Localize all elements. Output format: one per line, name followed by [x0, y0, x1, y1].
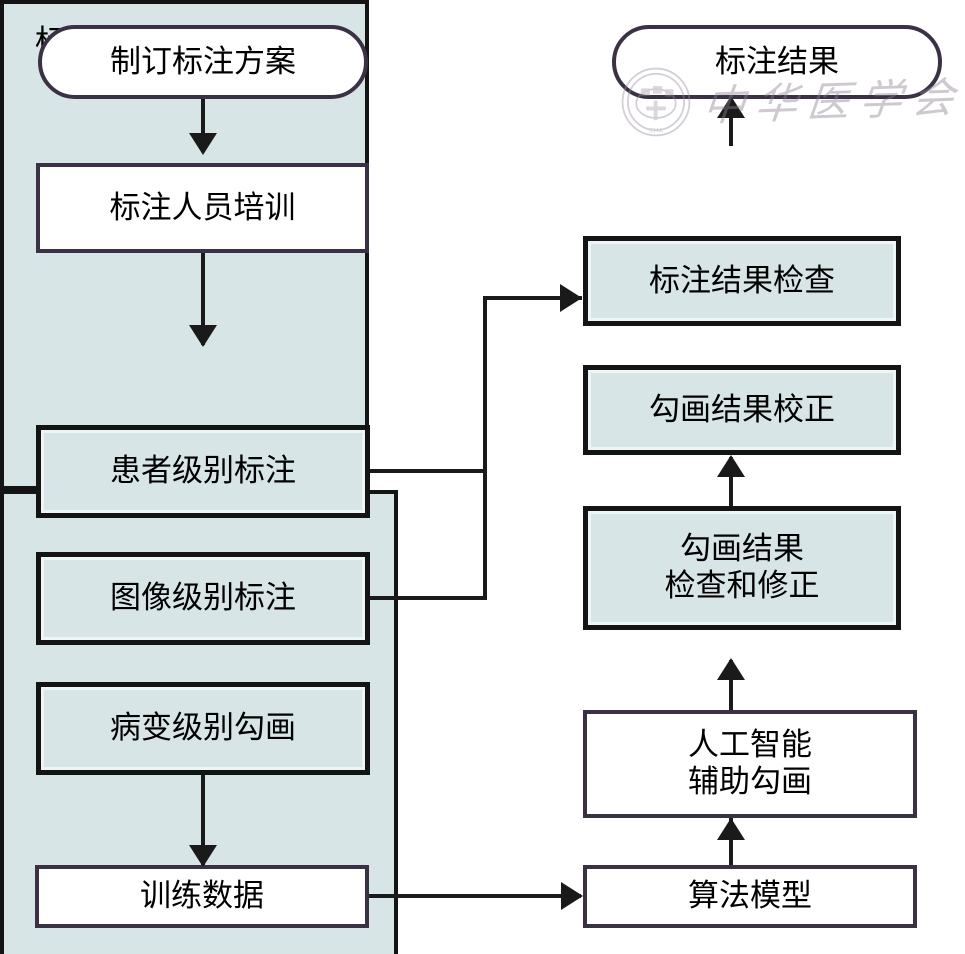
edge-data-to-model-arrowhead: [561, 882, 583, 910]
edge-quality-to-result-line: [729, 98, 733, 146]
node-algorithm-model[interactable]: 算法模型: [583, 865, 917, 928]
node-lesion-level[interactable]: 病变级别勾画: [36, 682, 370, 775]
edge-ai-to-review-line: [729, 660, 733, 712]
edge-plan-to-training-line: [201, 99, 205, 141]
edge-review-to-correct-arrowhead: [717, 455, 745, 477]
edge-quality-to-result-arrowhead: [717, 96, 745, 118]
node-contour-review[interactable]: 勾画结果 检查和修正: [583, 506, 901, 630]
edge-training-to-annotation-line: [201, 253, 205, 345]
node-training-data[interactable]: 训练数据: [35, 865, 369, 928]
node-patient-level[interactable]: 患者级别标注: [36, 425, 370, 518]
edge-plan-to-training-arrowhead: [189, 133, 217, 155]
node-plan[interactable]: 制订标注方案: [38, 25, 368, 99]
node-result-check[interactable]: 标注结果检查: [583, 236, 901, 326]
edge-review-to-correct-line: [729, 457, 733, 507]
node-ai-assist[interactable]: 人工智能 辅助勾画: [583, 710, 917, 818]
edge-image-to-check-stub: [370, 596, 487, 600]
edge-model-to-ai-line: [729, 818, 733, 868]
edge-lesion-to-data-arrowhead: [189, 845, 217, 867]
svg-text:CMA: CMA: [649, 127, 663, 134]
edge-level-to-check-run: [483, 296, 582, 300]
edge-lesion-to-data-line: [201, 775, 205, 865]
node-contour-correct[interactable]: 勾画结果校正: [583, 365, 901, 455]
node-training[interactable]: 标注人员培训: [36, 163, 369, 253]
edge-data-to-model-line: [369, 894, 581, 898]
edge-ai-to-review-arrowhead: [717, 658, 745, 680]
edge-level-to-check-arrowhead: [560, 284, 582, 312]
node-image-level[interactable]: 图像级别标注: [36, 552, 370, 645]
edge-model-to-ai-arrowhead: [717, 818, 745, 840]
node-result[interactable]: 标注结果: [612, 25, 942, 99]
edge-level-join-riser: [483, 296, 487, 600]
edge-training-to-annotation-arrowhead: [189, 325, 217, 347]
edge-patient-to-check-stub: [370, 469, 487, 473]
